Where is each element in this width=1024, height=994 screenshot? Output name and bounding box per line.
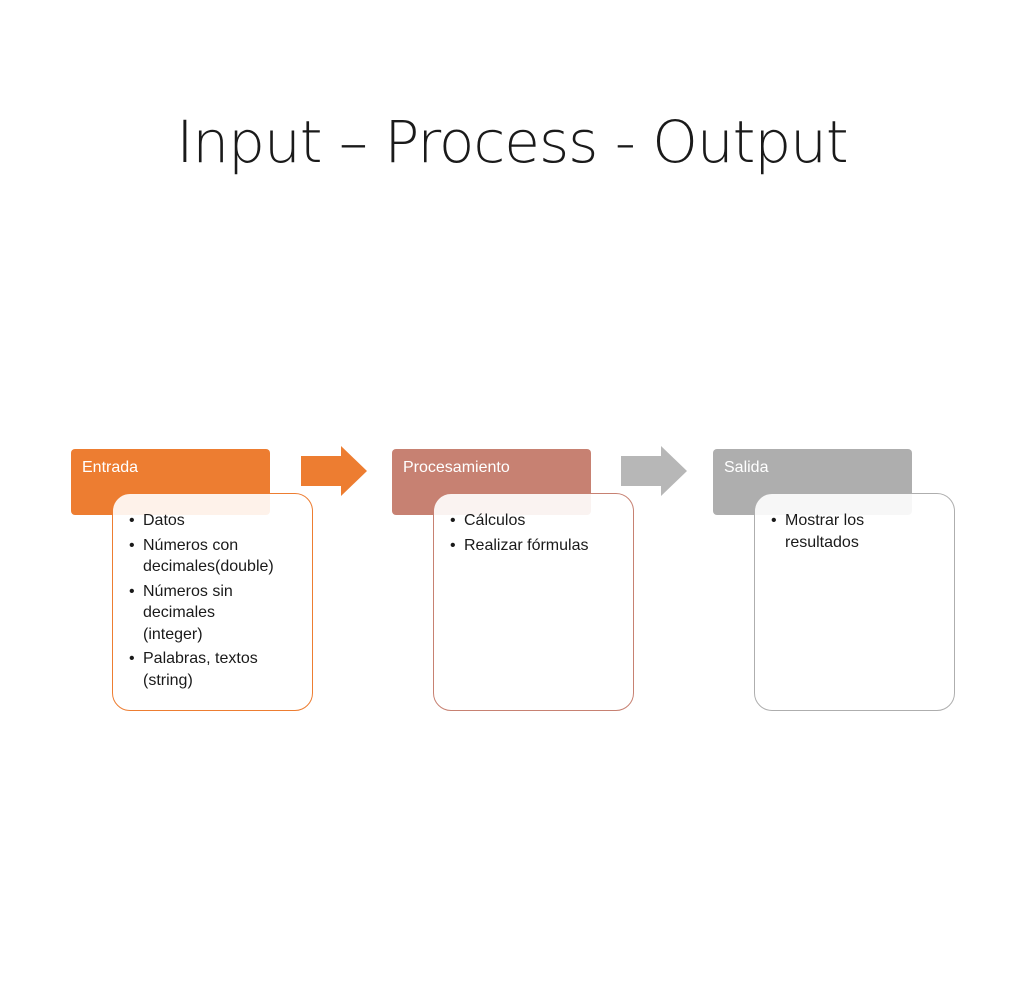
arrow-shape [301, 446, 367, 496]
stage-header-label: Salida [724, 459, 769, 476]
stage-card-salida: Mostrar los resultados [754, 493, 955, 711]
list-item: Números sin decimales (integer) [129, 581, 263, 646]
stage-item-list: Mostrar los resultados [771, 510, 938, 553]
stage-salida: Salida Mostrar los resultados [713, 449, 955, 711]
list-item: Realizar fórmulas [450, 535, 617, 557]
stage-header-label: Entrada [82, 459, 139, 476]
stage-card-entrada: Datos Números con decimales(double) Núme… [112, 493, 313, 711]
stage-header-label: Procesamiento [403, 459, 510, 476]
flow-arrow-2 [621, 446, 687, 496]
stage-item-list: Cálculos Realizar fórmulas [450, 510, 617, 556]
flow-arrow-1 [301, 446, 367, 496]
list-item: Cálculos [450, 510, 617, 532]
arrow-right-icon [621, 446, 687, 496]
slide-title: Input – Process - Output [176, 108, 848, 176]
list-item: Mostrar los resultados [771, 510, 895, 553]
stage-item-list: Datos Números con decimales(double) Núme… [129, 510, 296, 691]
stage-card-procesamiento: Cálculos Realizar fórmulas [433, 493, 634, 711]
stage-entrada: Entrada Datos Números con decimales(doub… [71, 449, 313, 711]
list-item: Datos [129, 510, 293, 532]
arrow-shape [621, 446, 687, 496]
arrow-right-icon [301, 446, 367, 496]
list-item: Palabras, textos (string) [129, 648, 283, 691]
list-item: Números con decimales(double) [129, 535, 293, 578]
stage-procesamiento: Procesamiento Cálculos Realizar fórmulas [392, 449, 634, 711]
